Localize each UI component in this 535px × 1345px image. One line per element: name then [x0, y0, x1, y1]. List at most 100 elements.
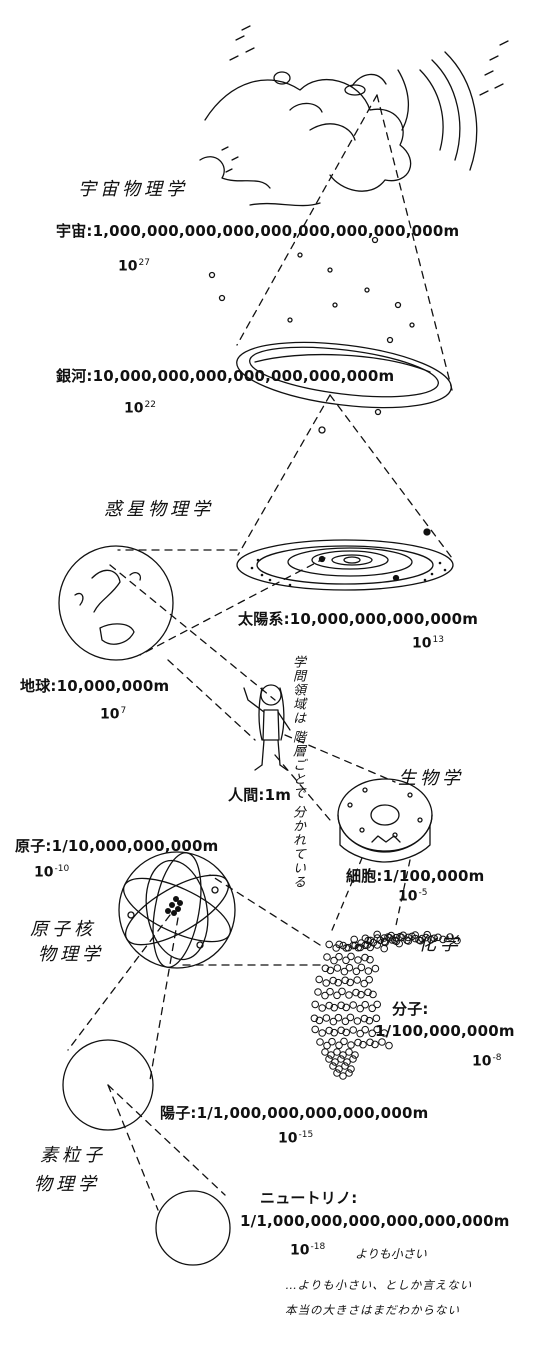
molecule-bubble	[330, 956, 338, 965]
field-biology: 生物学	[398, 768, 464, 789]
molecule-bubble	[345, 963, 354, 972]
molecule-bubble	[350, 935, 359, 944]
molecule-bubble	[422, 933, 430, 942]
molecule-bubble	[338, 987, 346, 996]
cell-to-molecule-lines	[329, 857, 411, 936]
universe-clouds-sketch	[199, 25, 509, 207]
molecule-bubble	[329, 976, 338, 985]
molecule-bubble	[322, 1014, 331, 1022]
molecule-bubble	[361, 953, 369, 962]
cell-drawing	[337, 778, 433, 863]
neutrino-power: 10-18	[290, 1242, 326, 1259]
molecule-bubble	[345, 1048, 353, 1056]
molecule-bubble	[337, 1055, 345, 1063]
molecule-bubble	[373, 1025, 382, 1034]
proton-power: 10-15	[278, 1130, 314, 1147]
earth-power: 107	[100, 706, 127, 723]
molecule-bubble	[365, 975, 374, 984]
molecule-bubble	[329, 1017, 338, 1026]
human-to-cell-lines	[274, 734, 396, 821]
molecule-cluster	[310, 930, 461, 1080]
molecule-bubble	[434, 933, 442, 942]
molecule-bubble	[326, 987, 334, 996]
molecule-bubble	[311, 1025, 320, 1034]
molecule-bubble	[349, 1055, 357, 1063]
molecule-bubble	[360, 979, 369, 988]
molecule-bubble	[325, 1055, 333, 1063]
molecule-bubble	[328, 1037, 336, 1046]
molecule-bubble	[347, 1065, 355, 1073]
molecule-bubble	[315, 1016, 324, 1025]
molecule-bubble	[345, 1069, 353, 1077]
earth-to-human-lines	[109, 564, 276, 741]
molecule-bubble	[357, 939, 366, 947]
molecule-bubble	[342, 956, 350, 965]
molecule-bubble	[446, 933, 454, 941]
neutrino-smaller-note: よりも小さい	[355, 1247, 427, 1261]
molecule-bubble	[351, 1051, 359, 1059]
molecule-bubble	[349, 1026, 358, 1034]
molecule-bubble	[326, 966, 335, 975]
molecule-bubble	[353, 1017, 362, 1025]
molecule-bubble	[343, 1058, 351, 1066]
molecule-bubble	[385, 1041, 393, 1050]
molecule-bubble	[335, 940, 344, 949]
molecule-bubble	[322, 979, 331, 987]
molecule-bubble	[339, 1051, 347, 1059]
molecule-bubble	[325, 1001, 334, 1010]
molecule-bubble	[334, 978, 343, 987]
molecule-bubble	[327, 1051, 335, 1059]
molecule-bubble	[316, 1038, 324, 1046]
molecule-bubble	[357, 990, 365, 999]
molecule-bubble	[333, 991, 341, 1000]
molecule-bubble	[453, 936, 461, 945]
molecule-bubble	[337, 1001, 346, 1010]
molecule-bubble	[347, 1041, 355, 1049]
atom-to-proton-lines	[67, 914, 179, 1081]
molecule-bubble	[369, 990, 377, 999]
molecule-bubble	[333, 964, 342, 972]
molecule-bubble	[380, 1029, 389, 1037]
molecule-bubble	[364, 988, 372, 997]
molecule-bubble	[356, 1029, 365, 1038]
molecule-bubble	[335, 952, 343, 961]
molecule-bubble	[353, 976, 362, 984]
molecule-bubble	[371, 1040, 379, 1049]
molecule-bubble	[329, 1062, 337, 1070]
molecule-bubble	[361, 1025, 370, 1034]
human-figure	[243, 684, 291, 771]
molecule-bubble	[366, 1038, 374, 1047]
molecule-bubble	[342, 1003, 351, 1012]
field-chemistry: 化学	[418, 934, 462, 955]
earth-globe	[58, 545, 174, 661]
molecule-bubble	[380, 937, 389, 946]
galaxy-power: 1022	[124, 400, 156, 417]
molecule-bubble	[340, 1037, 348, 1046]
molecule-bubble	[321, 1048, 329, 1056]
molecule-bubble	[391, 936, 399, 945]
molecule-bubble	[349, 1001, 358, 1009]
molecule-power: 10-8	[472, 1053, 502, 1070]
proton-size-label: 陽子:1/1,000,000,000,000,000m	[160, 1104, 429, 1122]
molecule-bubble	[380, 944, 389, 953]
field-nuclear-physics-line2: 物理学	[38, 944, 104, 965]
molecule-bubble	[364, 967, 373, 975]
molecule-bubble	[337, 1026, 346, 1035]
galaxy-size-label: 銀河:10,000,000,000,000,000,000,000m	[56, 367, 395, 385]
field-nuclear-physics-line1: 原子核	[30, 919, 96, 940]
molecule-bubble	[330, 1003, 339, 1012]
molecule-bubble	[365, 1016, 374, 1025]
cell-power: 10-5	[398, 888, 428, 905]
molecule-bubble	[352, 988, 360, 997]
molecule-bubble	[335, 1065, 343, 1073]
molecule-bubble	[318, 1029, 327, 1037]
molecule-bubble	[360, 1014, 369, 1023]
molecule-bubble	[371, 964, 380, 973]
atom-drawing	[118, 851, 236, 969]
molecule-bubble	[321, 964, 330, 973]
field-planetary-physics: 惑星物理学	[104, 499, 214, 520]
molecule-bubble	[321, 991, 329, 1000]
molecule-bubble	[356, 1004, 365, 1013]
molecule-bubble	[318, 1004, 327, 1012]
